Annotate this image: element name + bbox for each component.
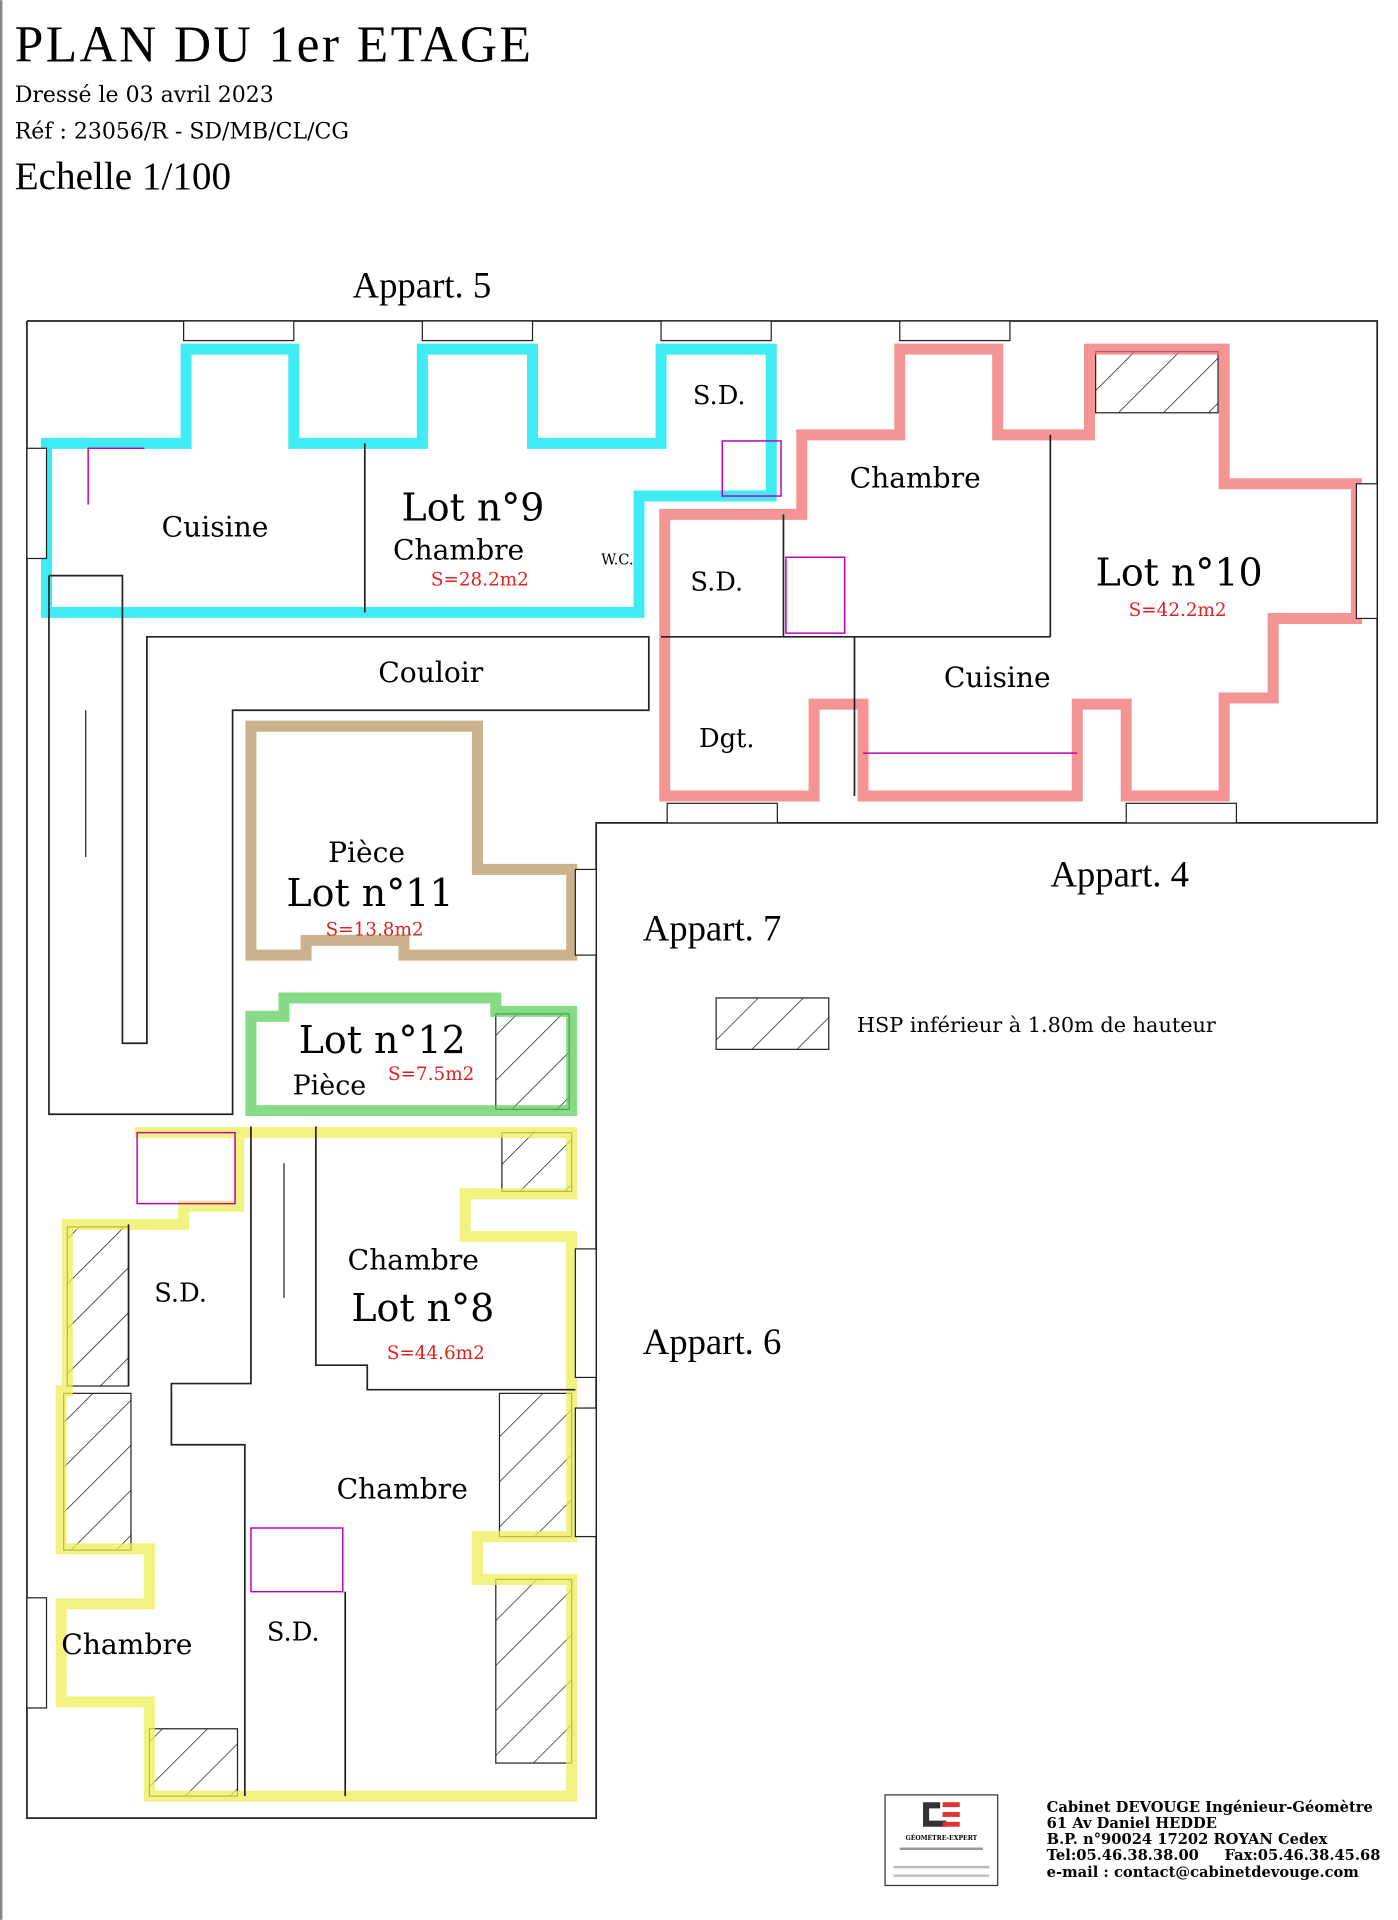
appart-4-label: Appart. 4: [1050, 854, 1189, 895]
room-label: Chambre: [61, 1628, 192, 1661]
lot12-area: S=7.5m2: [388, 1064, 474, 1085]
room-label: Cuisine: [944, 661, 1051, 694]
plan-ref: Réf : 23056/R - SD/MB/CL/CG: [15, 120, 349, 145]
title-block: PLAN DU 1er ETAGE Dressé le 03 avril 202…: [15, 16, 534, 198]
room-label: Couloir: [378, 656, 484, 689]
plan-title: PLAN DU 1er ETAGE: [15, 16, 534, 73]
lot11-name: Lot n°11: [286, 871, 453, 915]
legend: HSP inférieur à 1.80m de hauteur: [715, 997, 1216, 1050]
lot8-room: Chambre: [348, 1244, 479, 1277]
company-phone-fax: Tel:05.46.38.38.00 Fax:05.46.38.45.68: [1047, 1847, 1381, 1864]
svg-text:GÉOMÈTRE-EXPERT: GÉOMÈTRE-EXPERT: [906, 1834, 978, 1842]
lot10-outline: [659, 343, 1362, 802]
lot9-area: S=28.2m2: [431, 569, 529, 590]
lot12-room: Pièce: [293, 1071, 367, 1102]
room-label: S.D.: [693, 381, 746, 411]
company-name: Cabinet DEVOUGE Ingénieur-Géomètre: [1047, 1799, 1373, 1816]
walls: [26, 320, 1379, 1819]
legend-hatch-swatch: [715, 997, 830, 1050]
company-email: e-mail : contact@cabinetdevouge.com: [1047, 1864, 1360, 1881]
room-label: S.D.: [154, 1279, 207, 1309]
room-label: Chambre: [850, 461, 981, 494]
lot12-name: Lot n°12: [299, 1018, 466, 1062]
appart-5-label: Appart. 5: [353, 265, 492, 306]
company-po-box: B.P. n°90024 17202 ROYAN Cedex: [1047, 1831, 1328, 1848]
room-label: Chambre: [337, 1473, 468, 1506]
lot10-name: Lot n°10: [1096, 550, 1263, 594]
lot9-outline: [41, 343, 777, 618]
room-label: Cuisine: [162, 510, 269, 543]
labels: Appart. 5 Appart. 4 Appart. 7 Appart. 6 …: [61, 265, 1262, 1661]
lot11-outline: [245, 720, 578, 961]
lot8-outline: [55, 1127, 578, 1802]
plan-scale: Echelle 1/100: [15, 155, 231, 198]
room-label: S.D.: [690, 567, 743, 597]
lot12-outline: [245, 992, 578, 1117]
appart-7-label: Appart. 7: [643, 907, 782, 948]
lot8-name: Lot n°8: [351, 1286, 494, 1330]
lot8-area: S=44.6m2: [387, 1343, 485, 1364]
lot11-room: Pièce: [328, 836, 405, 869]
company-block: GÉOMÈTRE-EXPERT Cabinet DEVOUGE Ingénieu…: [884, 1794, 1381, 1887]
appart-6-label: Appart. 6: [643, 1321, 782, 1362]
company-address: 61 Av Daniel HEDDE: [1047, 1815, 1217, 1832]
company-logo: GÉOMÈTRE-EXPERT: [884, 1794, 999, 1887]
lot11-area: S=13.8m2: [326, 920, 424, 941]
hsp-zones: [63, 350, 1219, 1797]
lot9-name: Lot n°9: [402, 486, 545, 530]
room-label: S.D.: [267, 1618, 320, 1648]
plan-date: Dressé le 03 avril 2023: [15, 83, 274, 108]
lot9-room: Chambre: [393, 534, 524, 567]
room-label: Dgt.: [699, 724, 755, 754]
lot10-area: S=42.2m2: [1129, 600, 1227, 621]
legend-label: HSP inférieur à 1.80m de hauteur: [857, 1013, 1216, 1037]
room-label: W.C.: [601, 552, 634, 569]
